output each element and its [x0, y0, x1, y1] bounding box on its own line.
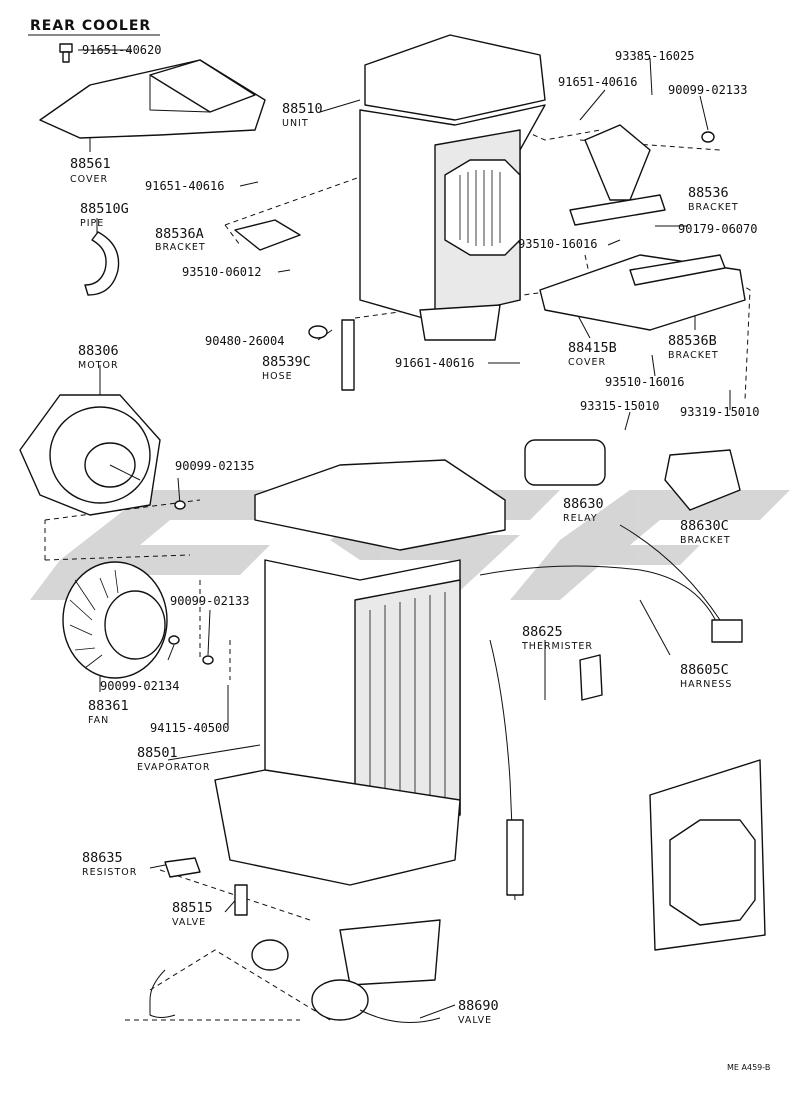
side-panel-part [649, 759, 766, 951]
pn-88635: 88635 [82, 850, 123, 866]
relay-88630-part [524, 439, 606, 486]
pn-93315-15010: 93315-15010 [580, 399, 659, 413]
pn-88690: 88690 [458, 998, 499, 1014]
pn-94115-40500: 94115-40500 [150, 721, 229, 735]
harness-88605C-part [479, 524, 743, 643]
resistor-88635-part [164, 857, 201, 878]
pn-91651-40620: 91651-40620 [82, 43, 161, 57]
pn-90099-02134: 90099-02134 [100, 679, 179, 693]
pn-93510-16016b: 93510-16016 [605, 375, 684, 389]
washer-90099-02133a-part [701, 131, 715, 143]
bracket-88630C-part [664, 449, 741, 511]
pn-88515: 88515 [172, 900, 213, 916]
reference-code: ME A459-B [727, 1063, 770, 1072]
pn-88510: 88510 [282, 101, 323, 117]
grommet-90480-26004-part [308, 325, 328, 339]
pn-93510-16016a: 93510-16016 [518, 237, 597, 251]
cap-88510G: PIPE [80, 218, 104, 229]
leader-lines [78, 49, 731, 1019]
pn-88306: 88306 [78, 343, 119, 359]
pn-90099-02133a: 90099-02133 [668, 83, 747, 97]
cap-88536: BRACKET [688, 202, 739, 213]
pn-90480-26004: 90480-26004 [205, 334, 284, 348]
pn-88539C: 88539C [262, 354, 311, 370]
cap-88630: RELAY [563, 513, 598, 524]
washer-90099-02134-part [168, 635, 180, 645]
bracket-88536-part [569, 124, 666, 226]
pn-88501: 88501 [137, 745, 178, 761]
pn-88415B: 88415B [568, 340, 617, 356]
pn-88361: 88361 [88, 698, 129, 714]
pipe-88510G-part [84, 231, 120, 296]
washer-90099-02135-part [174, 500, 186, 510]
cap-88635: RESISTOR [82, 867, 137, 878]
pn-93510-06012: 93510-06012 [182, 265, 261, 279]
valve-88690-part [311, 979, 441, 1023]
thermister-88625-part [579, 654, 603, 701]
cap-88561: COVER [70, 174, 108, 185]
cap-88510: UNIT [282, 118, 309, 129]
pn-88605C: 88605C [680, 662, 729, 678]
bracket-88536B-part [629, 254, 726, 286]
pn-88510G: 88510G [80, 201, 129, 217]
page-title: REAR COOLER [30, 18, 151, 34]
cap-88515: VALVE [172, 917, 206, 928]
cap-88536B: BRACKET [668, 350, 719, 361]
cap-88605C: HARNESS [680, 679, 732, 690]
pn-90099-02135: 90099-02135 [175, 459, 254, 473]
cap-88501: EVAPORATOR [137, 762, 210, 773]
cap-88630C: BRACKET [680, 535, 731, 546]
pn-90099-02133b: 90099-02133 [170, 594, 249, 608]
pn-88630C: 88630C [680, 518, 729, 534]
refrigerant-line-part [489, 639, 524, 901]
washer-90099-02133b-part [202, 655, 214, 665]
pn-88536B: 88536B [668, 333, 717, 349]
pn-88536A: 88536A [155, 226, 204, 242]
pn-91661-40616: 91661-40616 [395, 356, 474, 370]
cap-88415B: COVER [568, 357, 606, 368]
unit-88510-part [359, 34, 546, 341]
hose-88539C-part [341, 319, 355, 391]
pn-91651-40616b: 91651-40616 [558, 75, 637, 89]
cap-88306: MOTOR [78, 360, 119, 371]
cap-88539C: HOSE [262, 371, 293, 382]
motor-88306-part [19, 394, 161, 516]
bracket-88536A-part [234, 219, 301, 251]
pn-88625: 88625 [522, 624, 563, 640]
cap-88536A: BRACKET [155, 242, 206, 253]
pn-88561: 88561 [70, 156, 111, 172]
cap-88361: FAN [88, 715, 109, 726]
pn-90179-06070: 90179-06070 [678, 222, 757, 236]
pn-91651-40616a: 91651-40616 [145, 179, 224, 193]
cover-88561-part [39, 59, 266, 139]
pn-93385-16025: 93385-16025 [615, 49, 694, 63]
pn-93319-15010: 93319-15010 [680, 405, 759, 419]
fan-88361-part [62, 561, 168, 679]
bolt-91651-40620-part [59, 43, 73, 63]
evaporator-88501-part [214, 459, 506, 986]
pn-88536: 88536 [688, 185, 729, 201]
cap-88690: VALVE [458, 1015, 492, 1026]
pn-88630: 88630 [563, 496, 604, 512]
cap-88625: THERMISTER [521, 641, 593, 652]
valve-88515-part [149, 884, 289, 1018]
